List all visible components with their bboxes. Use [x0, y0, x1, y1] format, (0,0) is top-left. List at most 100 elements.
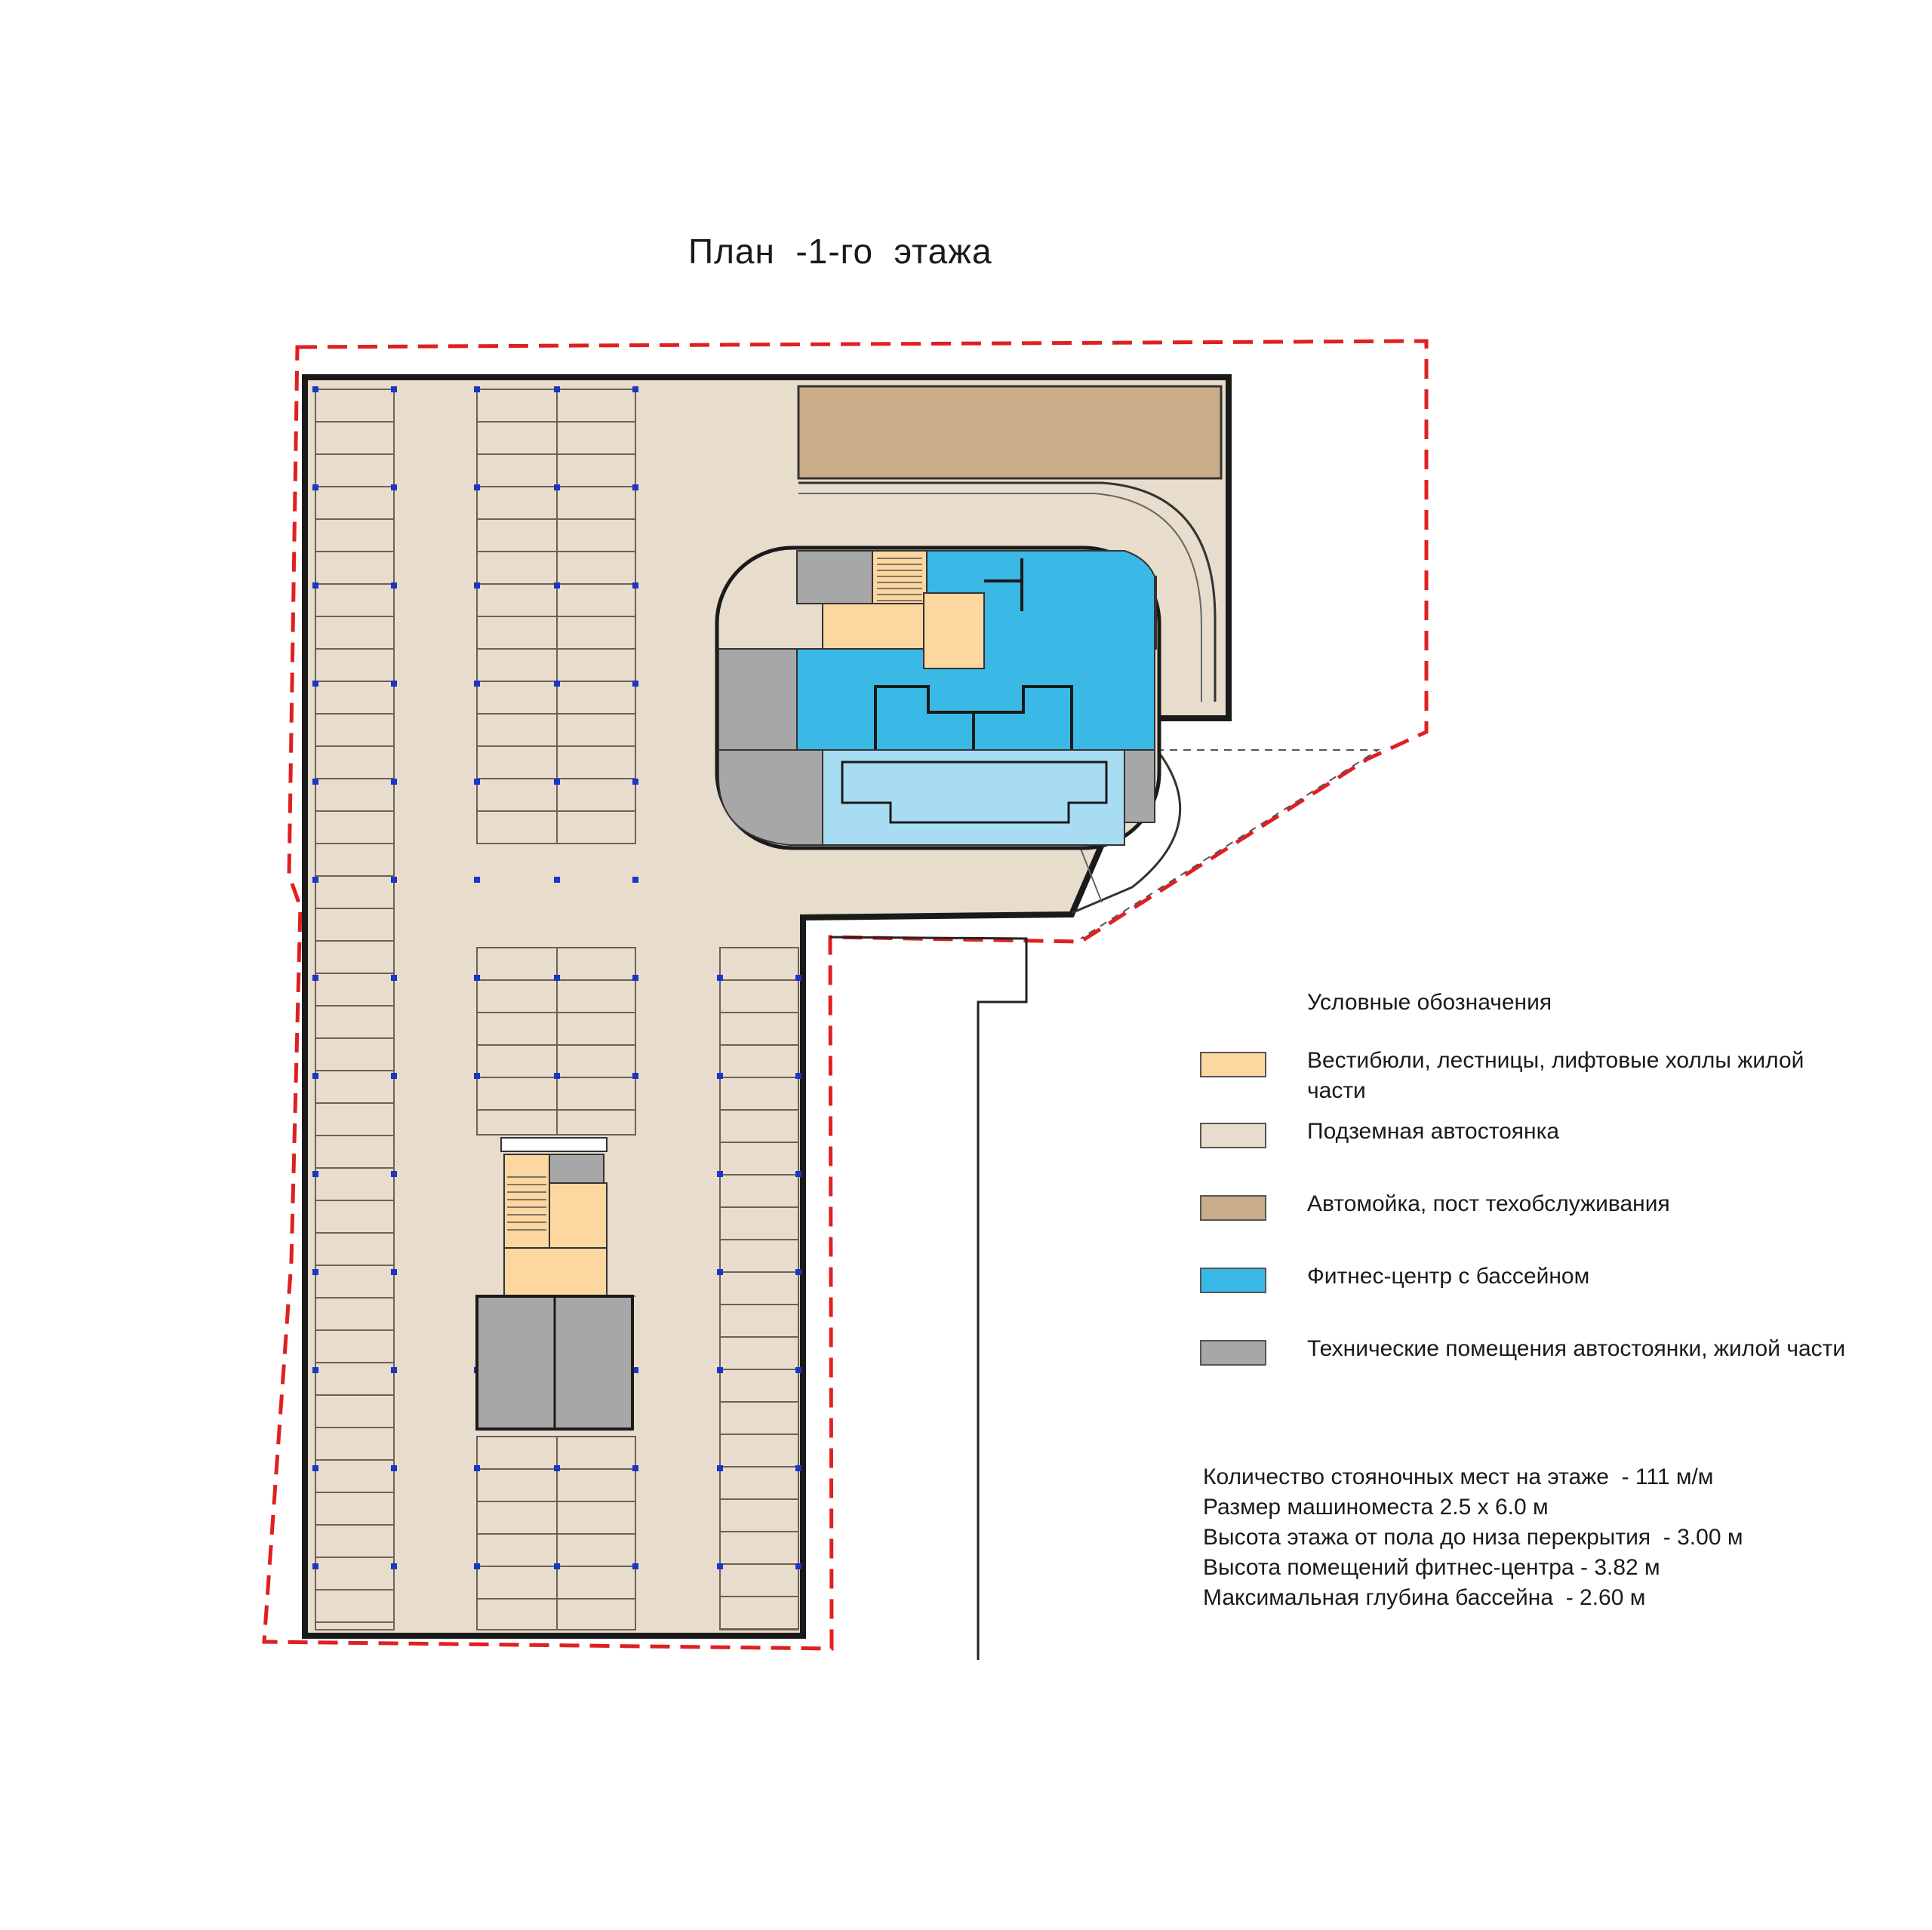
floor-notes: Количество стояночных мест на этаже - 11…	[1203, 1462, 1743, 1613]
lobby-elevators	[923, 592, 985, 669]
column-marker	[717, 1269, 723, 1275]
column-marker	[554, 779, 560, 785]
legend-label-fitness: Фитнес-центр с бассейном	[1307, 1264, 1590, 1289]
column-marker	[312, 1073, 318, 1079]
lobby-stair	[872, 550, 928, 607]
note-pool-depth: Максимальная глубина бассейна - 2.60 м	[1203, 1585, 1646, 1610]
lower-core-stair	[503, 1154, 550, 1249]
legend-title: Условные обозначения	[1307, 990, 1552, 1015]
column-marker	[312, 1171, 318, 1177]
stall-row-outline	[719, 947, 799, 1630]
column-marker	[391, 386, 397, 392]
technical-room-w	[718, 648, 798, 751]
page-title: План -1-го этажа	[688, 232, 992, 271]
column-marker	[391, 1269, 397, 1275]
column-marker	[474, 1073, 480, 1079]
column-marker	[391, 1367, 397, 1373]
column-marker	[312, 877, 318, 883]
swimming-pool	[841, 761, 1108, 824]
column-marker	[632, 1563, 638, 1569]
ramp-lower	[1071, 746, 1182, 914]
column-marker	[474, 1563, 480, 1569]
column-marker	[795, 1171, 801, 1177]
column-marker	[312, 1465, 318, 1471]
column-marker	[312, 1367, 318, 1373]
stall-row-outline	[556, 947, 636, 1136]
stall-row-outline	[556, 389, 636, 844]
column-marker	[632, 779, 638, 785]
column-marker	[717, 1563, 723, 1569]
column-marker	[554, 386, 560, 392]
column-marker	[632, 386, 638, 392]
ramp-curve-inner	[798, 493, 1202, 702]
technical-room-nw	[796, 550, 873, 604]
note-floor-height: Высота этажа от пола до низа перекрытия …	[1203, 1525, 1743, 1550]
column-marker	[312, 386, 318, 392]
ramp-dash	[1080, 749, 1381, 939]
column-marker	[391, 975, 397, 981]
column-marker	[717, 1465, 723, 1471]
fitness-center	[796, 550, 1155, 751]
column-marker	[391, 1563, 397, 1569]
column-marker	[391, 484, 397, 490]
column-marker	[717, 975, 723, 981]
column-marker	[474, 386, 480, 392]
column-marker	[312, 975, 318, 981]
column-marker	[554, 1073, 560, 1079]
column-marker	[554, 484, 560, 490]
column-marker	[717, 1367, 723, 1373]
note-fitness-height: Высота помещений фитнес-центра - 3.82 м	[1203, 1555, 1660, 1580]
parking-stalls	[315, 389, 799, 1630]
ramp-lower-inner	[1078, 844, 1103, 903]
column-marker	[632, 975, 638, 981]
column-marker	[717, 1073, 723, 1079]
legend-label-parking: Подземная автостоянка	[1307, 1119, 1560, 1144]
carwash-area	[797, 385, 1223, 480]
column-marker	[391, 582, 397, 589]
column-marker	[554, 877, 560, 883]
column-marker	[391, 681, 397, 687]
legend-swatch-technical	[1200, 1340, 1266, 1366]
lower-stair-treads	[507, 1176, 546, 1231]
lower-core-frame	[500, 1137, 608, 1152]
adjacent-lot-outline	[829, 936, 1028, 1660]
column-marker	[474, 1465, 480, 1471]
column-marker	[312, 582, 318, 589]
column-marker	[795, 1367, 801, 1373]
column-marker	[554, 582, 560, 589]
column-marker	[632, 484, 638, 490]
column-marker	[391, 1073, 397, 1079]
legend-label-lobby: Вестибюли, лестницы, лифтовые холлы жило…	[1307, 1048, 1804, 1103]
column-marker	[632, 1367, 638, 1373]
column-marker	[312, 681, 318, 687]
fitness-partitions	[874, 558, 1073, 750]
note-parking-count: Количество стояночных мест на этаже - 11…	[1203, 1464, 1714, 1489]
column-marker	[554, 1465, 560, 1471]
lower-core-technical	[549, 1154, 605, 1184]
column-marker	[554, 975, 560, 981]
column-marker	[391, 1171, 397, 1177]
technical-room-sw	[718, 749, 823, 846]
column-marker	[632, 1465, 638, 1471]
column-marker	[474, 877, 480, 883]
column-marker	[795, 975, 801, 981]
column-marker	[554, 1563, 560, 1569]
column-marker	[795, 1073, 801, 1079]
column-marker	[312, 1269, 318, 1275]
legend-swatch-parking	[1200, 1123, 1266, 1148]
legend-swatch-carwash	[1200, 1195, 1266, 1221]
column-marker	[795, 1563, 801, 1569]
column-marker	[632, 877, 638, 883]
column-marker	[632, 681, 638, 687]
column-marker	[795, 1269, 801, 1275]
column-marker	[391, 877, 397, 883]
column-marker	[717, 1171, 723, 1177]
legend-swatch-fitness	[1200, 1268, 1266, 1293]
stall-row-outline	[315, 389, 395, 1630]
technical-room-e2	[1124, 749, 1155, 823]
column-marker	[474, 484, 480, 490]
lobby-hall	[822, 603, 924, 650]
column-marker	[474, 975, 480, 981]
column-marker	[312, 484, 318, 490]
